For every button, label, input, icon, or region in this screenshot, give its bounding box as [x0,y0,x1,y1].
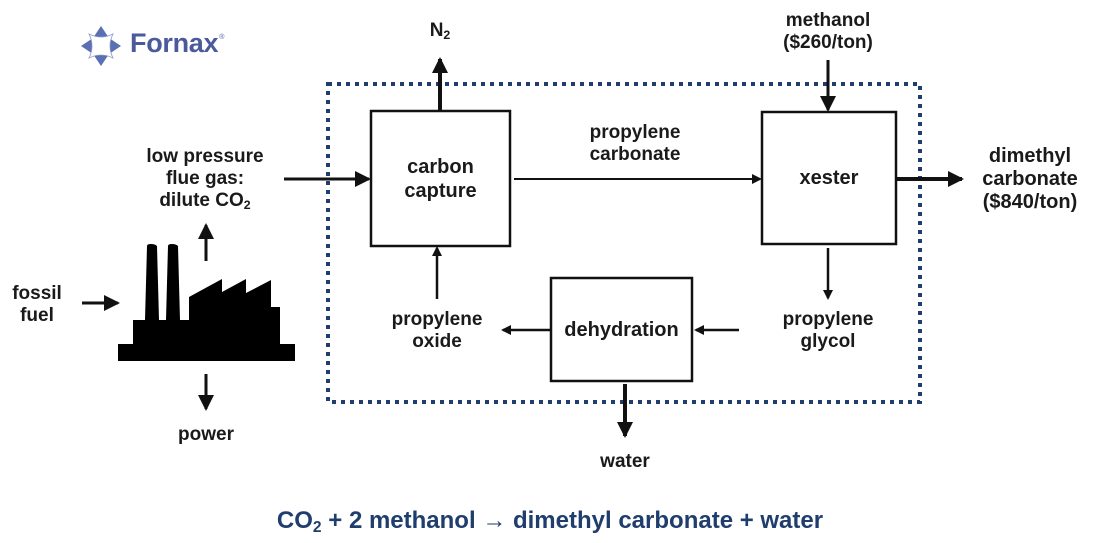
n2-label: N2 [410,20,470,46]
methanol-line-1: methanol [785,10,871,31]
propylene-oxide-line-1: propylene [391,309,483,330]
logo-icon [81,26,121,66]
dehydration-label: dehydration [551,278,692,381]
carbon-capture-line-2: capture [404,179,477,202]
flue-gas-subscript: 2 [243,198,251,213]
propylene-carbonate-label: propylene carbonate [560,122,710,166]
carbon-capture-line-1: carbon [407,155,474,178]
dimethyl-carbonate-label: dimethyl carbonate ($840/ton) [965,145,1095,214]
factory-icon [118,244,295,361]
power-label: power [160,424,252,446]
carbon-capture-box[interactable] [369,109,512,248]
n2-subscript: 2 [443,28,451,43]
propylene-carbonate-line-2: carbonate [589,144,681,165]
logo-text: Fornax [130,28,219,58]
propylene-carbonate-line-1: propylene [589,122,681,143]
flue-gas-line-2: flue gas: [165,168,245,189]
dehydration-line-1: dehydration [564,318,679,341]
fossil-fuel-line-2: fuel [20,305,54,326]
equation-co-subscript: 2 [312,518,322,536]
n2-text: N [429,20,444,41]
flue-gas-label: low pressure flue gas: dilute CO2 [130,146,280,216]
flue-gas-line-1: low pressure [146,146,264,167]
dehydration-box[interactable] [549,276,694,383]
equation-co: CO [276,507,313,534]
methanol-label: methanol ($260/ton) [758,10,898,54]
equation-arrow-icon: → [482,507,507,534]
fossil-fuel-line-1: fossil [12,283,62,304]
propylene-glycol-line-2: glycol [800,331,856,352]
methanol-price: ($260/ton) [783,32,873,53]
reaction-equation: CO2 + 2 methanol → dimethyl carbonate + … [0,507,1100,537]
logo-registered-mark: ® [219,34,225,41]
logo: Fornax ® [78,28,224,59]
dimethyl-carbonate-price: ($840/ton) [982,191,1078,213]
equation-products: dimethyl carbonate + water [506,507,824,534]
flue-gas-line-3: dilute CO [159,190,244,211]
fossil-fuel-label: fossil fuel [2,283,72,327]
power-text: power [178,424,234,445]
xester-line-1: xester [799,167,859,189]
equation-reactants: + 2 methanol [321,507,483,534]
propylene-glycol-label: propylene glycol [768,309,888,353]
xester-box[interactable] [760,110,898,246]
dimethyl-carbonate-line-2: carbonate [982,168,1078,190]
propylene-oxide-line-2: oxide [412,331,462,352]
xester-label: xester [762,112,896,244]
dimethyl-carbonate-line-1: dimethyl [988,145,1072,167]
carbon-capture-label: carbon capture [371,111,510,246]
water-label: water [580,451,670,473]
propylene-oxide-label: propylene oxide [377,309,497,353]
propylene-glycol-line-1: propylene [782,309,874,330]
water-text: water [600,451,650,472]
